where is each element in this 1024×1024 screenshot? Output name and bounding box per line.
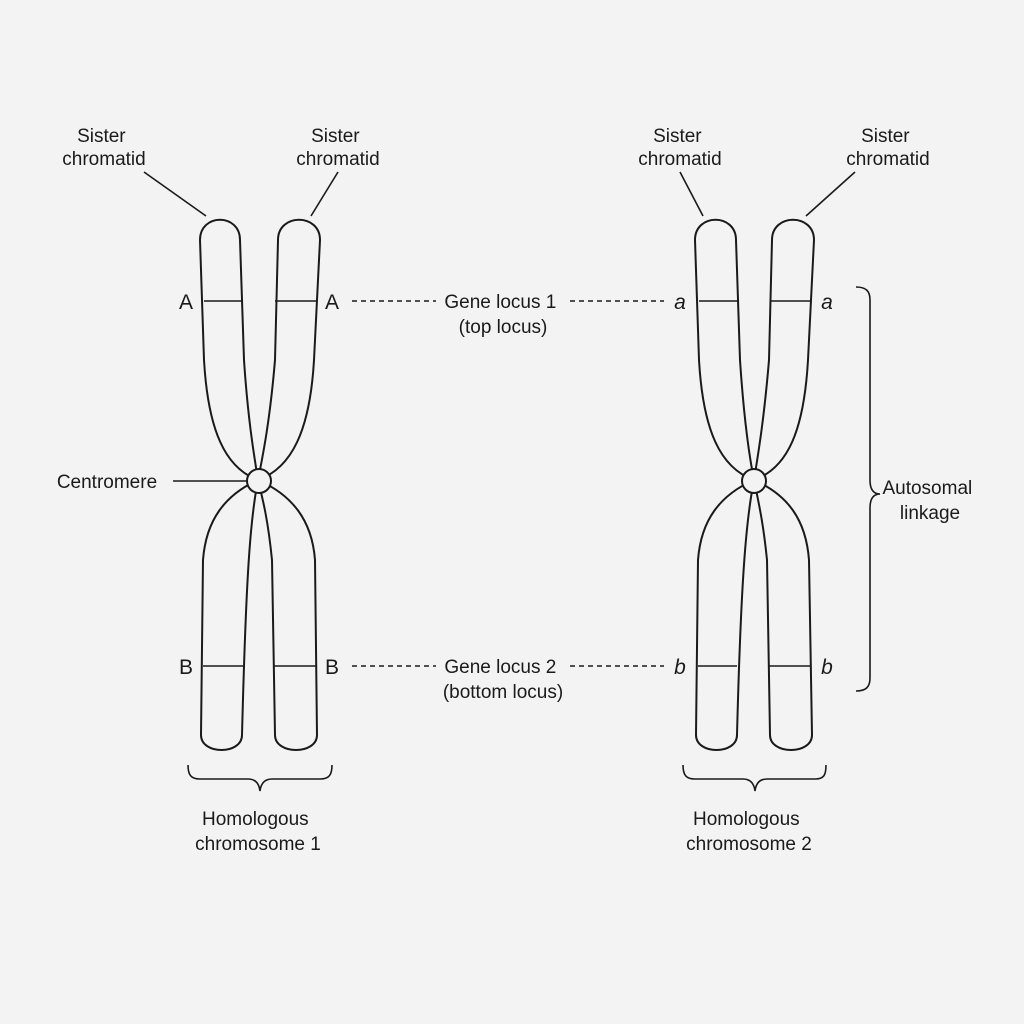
allele-chr2-top-right: a xyxy=(821,291,833,314)
allele-chr1-top-right: A xyxy=(325,291,339,314)
allele-chr2-bottom-right: b xyxy=(821,656,833,679)
sister-chromatid-label-2b: Sister chromatid xyxy=(846,126,929,170)
sister-chromatid-label-2a: Sister chromatid xyxy=(638,126,721,170)
linkage-bracket xyxy=(855,286,881,692)
allele-chr1-bottom-left: B xyxy=(179,656,193,679)
homologous-chromosome-1-label: Homologous chromosome 1 xyxy=(195,809,321,855)
gene-locus-2-label: Gene locus 2 (bottom locus) xyxy=(443,657,563,703)
allele-chr2-bottom-left: b xyxy=(674,656,686,679)
homologous-chromosome-2 xyxy=(694,218,815,751)
sister-chromatid-label-1a: Sister chromatid xyxy=(62,126,145,170)
sister-chromatid-leaders xyxy=(143,171,856,217)
centromere-2 xyxy=(741,468,767,494)
allele-chr2-top-left: a xyxy=(674,291,686,314)
homologous-chromosome-1 xyxy=(199,218,321,751)
sister-chromatid-label-1b: Sister chromatid xyxy=(296,126,379,170)
gene-locus-1-label: Gene locus 1 (top locus) xyxy=(444,292,561,338)
centromere-label: Centromere xyxy=(57,472,157,493)
autosomal-linkage-label: Autosomal linkage xyxy=(882,478,977,524)
centromere-1 xyxy=(246,468,272,494)
homolog1-brace xyxy=(187,764,333,792)
allele-chr1-bottom-right: B xyxy=(325,656,339,679)
homologous-chromosome-2-label: Homologous chromosome 2 xyxy=(686,809,812,855)
homolog2-brace xyxy=(682,764,827,792)
allele-chr1-top-left: A xyxy=(179,291,193,314)
